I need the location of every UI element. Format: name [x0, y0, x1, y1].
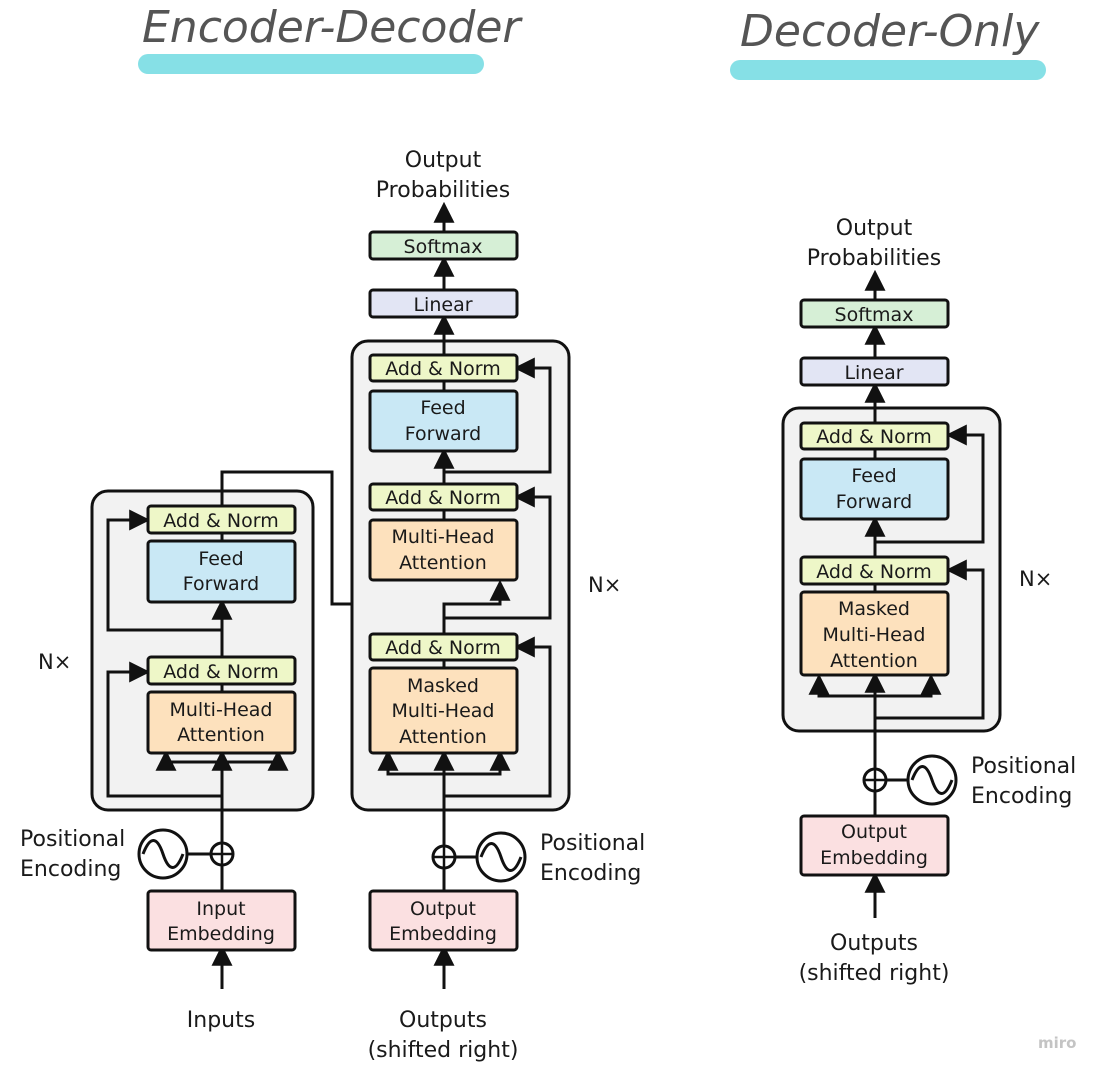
decoder-only-stack: Add & Norm Feed Forward Add & Norm Maske… — [781, 406, 1002, 733]
miro-watermark: miro — [1038, 1034, 1076, 1052]
title-decoder-only: Decoder-Only — [730, 6, 1046, 80]
do-feed-forward — [799, 457, 950, 521]
do-feed-forward-line2: Forward — [836, 491, 912, 513]
svg-text:Encoder-Decoder: Encoder-Decoder — [142, 2, 523, 53]
input-embedding-line2: Embedding — [167, 923, 275, 945]
do-feed-forward-line1: Feed — [851, 465, 896, 487]
do-add-norm-2 — [799, 555, 950, 586]
decoder-outputs-line2: (shifted right) — [368, 1038, 519, 1063]
encoder-feed-forward-line2: Forward — [183, 573, 259, 595]
decoder-feed-forward — [368, 389, 519, 453]
decoder-cross-attention — [368, 518, 519, 582]
decoder-input-path: Output Embedding Positional Encoding Out… — [368, 811, 645, 1063]
do-input-path: Output Embedding Positional Encoding Out… — [799, 732, 1076, 986]
encoder-add-norm-bottom — [146, 655, 297, 686]
do-add-norm-1-label: Add & Norm — [816, 426, 932, 448]
title-underline-right — [730, 60, 1046, 80]
do-linear-label: Linear — [844, 362, 903, 384]
do-embedding-line2: Embedding — [820, 847, 928, 869]
do-masked-line1: Masked — [838, 598, 910, 620]
encoder-multi-head-attention — [146, 690, 297, 755]
decoder-masked-line2: Multi-Head — [392, 700, 495, 722]
encoder-attention-line2: Attention — [177, 724, 265, 746]
decoder-masked-line3: Attention — [399, 726, 487, 748]
decoder-add-norm-2 — [368, 482, 519, 512]
do-add-norm-2-label: Add & Norm — [816, 561, 932, 583]
decoder-cross-attention-line2: Attention — [399, 552, 487, 574]
do-masked-line3: Attention — [830, 650, 918, 672]
input-embedding-line1: Input — [196, 898, 245, 920]
decoder-positional-line1: Positional — [540, 831, 645, 856]
encoder-add-norm-bottom-label: Add & Norm — [163, 661, 279, 683]
encoder-inputs-label: Inputs — [187, 1008, 255, 1033]
do-output-line2: Probabilities — [807, 246, 941, 271]
decoder-outputs-line1: Outputs — [399, 1008, 487, 1033]
do-positional-line2: Encoding — [971, 784, 1072, 809]
do-output-line1: Output — [836, 216, 913, 241]
decoder-masked-line1: Masked — [407, 675, 479, 697]
decoder-feed-forward-line2: Forward — [405, 423, 481, 445]
decoder-masked-attention — [368, 666, 519, 755]
encoder-stack: Add & Norm Feed Forward Add & Norm Multi… — [90, 489, 315, 812]
do-softmax-label: Softmax — [835, 304, 914, 326]
encoder-feed-forward-line1: Feed — [198, 548, 243, 570]
do-outputs-line1: Outputs — [830, 931, 918, 956]
encoder-nx-label: N× — [38, 650, 71, 674]
do-output-head: Linear Softmax Output Probabilities — [799, 216, 950, 423]
title-underline-left — [138, 54, 484, 74]
decoder-embedding-line2: Embedding — [389, 923, 497, 945]
decoder-cross-attention-line1: Multi-Head — [392, 526, 495, 548]
svg-text:Decoder-Only: Decoder-Only — [740, 6, 1040, 57]
decoder-add-norm-1-label: Add & Norm — [385, 358, 501, 380]
encoder-feed-forward — [146, 539, 297, 604]
encoder-input-path: Input Embedding Positional Encoding Inpu… — [20, 811, 297, 1033]
decoder-feed-forward-line1: Feed — [420, 397, 465, 419]
decoder-embedding-line1: Output — [410, 898, 476, 920]
decoder-stack: Add & Norm Feed Forward Add & Norm Multi… — [350, 339, 571, 812]
do-masked-attention — [799, 590, 950, 677]
encoder-positional-line1: Positional — [20, 827, 125, 852]
decoder-nx-label: N× — [588, 573, 621, 597]
do-outputs-line2: (shifted right) — [799, 961, 950, 986]
do-masked-line2: Multi-Head — [823, 624, 926, 646]
decoder-output-line1: Output — [405, 148, 482, 173]
decoder-output-line2: Probabilities — [376, 178, 510, 203]
do-embedding-line1: Output — [841, 821, 907, 843]
do-positional-sine-icon — [906, 754, 958, 806]
encoder-positional-sine-icon — [137, 828, 189, 880]
encoder-positional-line2: Encoding — [20, 857, 121, 882]
title-encoder-decoder: Encoder-Decoder — [138, 2, 523, 74]
decoder-add-norm-3-label: Add & Norm — [385, 637, 501, 659]
decoder-positional-sine-icon — [475, 831, 527, 883]
decoder-output-head: Linear Softmax Output Probabilities — [368, 148, 519, 355]
do-nx-label: N× — [1019, 567, 1052, 591]
decoder-positional-line2: Encoding — [540, 861, 641, 886]
do-positional-line1: Positional — [971, 754, 1076, 779]
encoder-attention-line1: Multi-Head — [170, 699, 273, 721]
decoder-add-norm-3 — [368, 632, 519, 662]
decoder-add-norm-2-label: Add & Norm — [385, 487, 501, 509]
decoder-softmax-label: Softmax — [404, 236, 483, 258]
decoder-linear-label: Linear — [413, 294, 472, 316]
encoder-add-norm-top-label: Add & Norm — [163, 510, 279, 532]
